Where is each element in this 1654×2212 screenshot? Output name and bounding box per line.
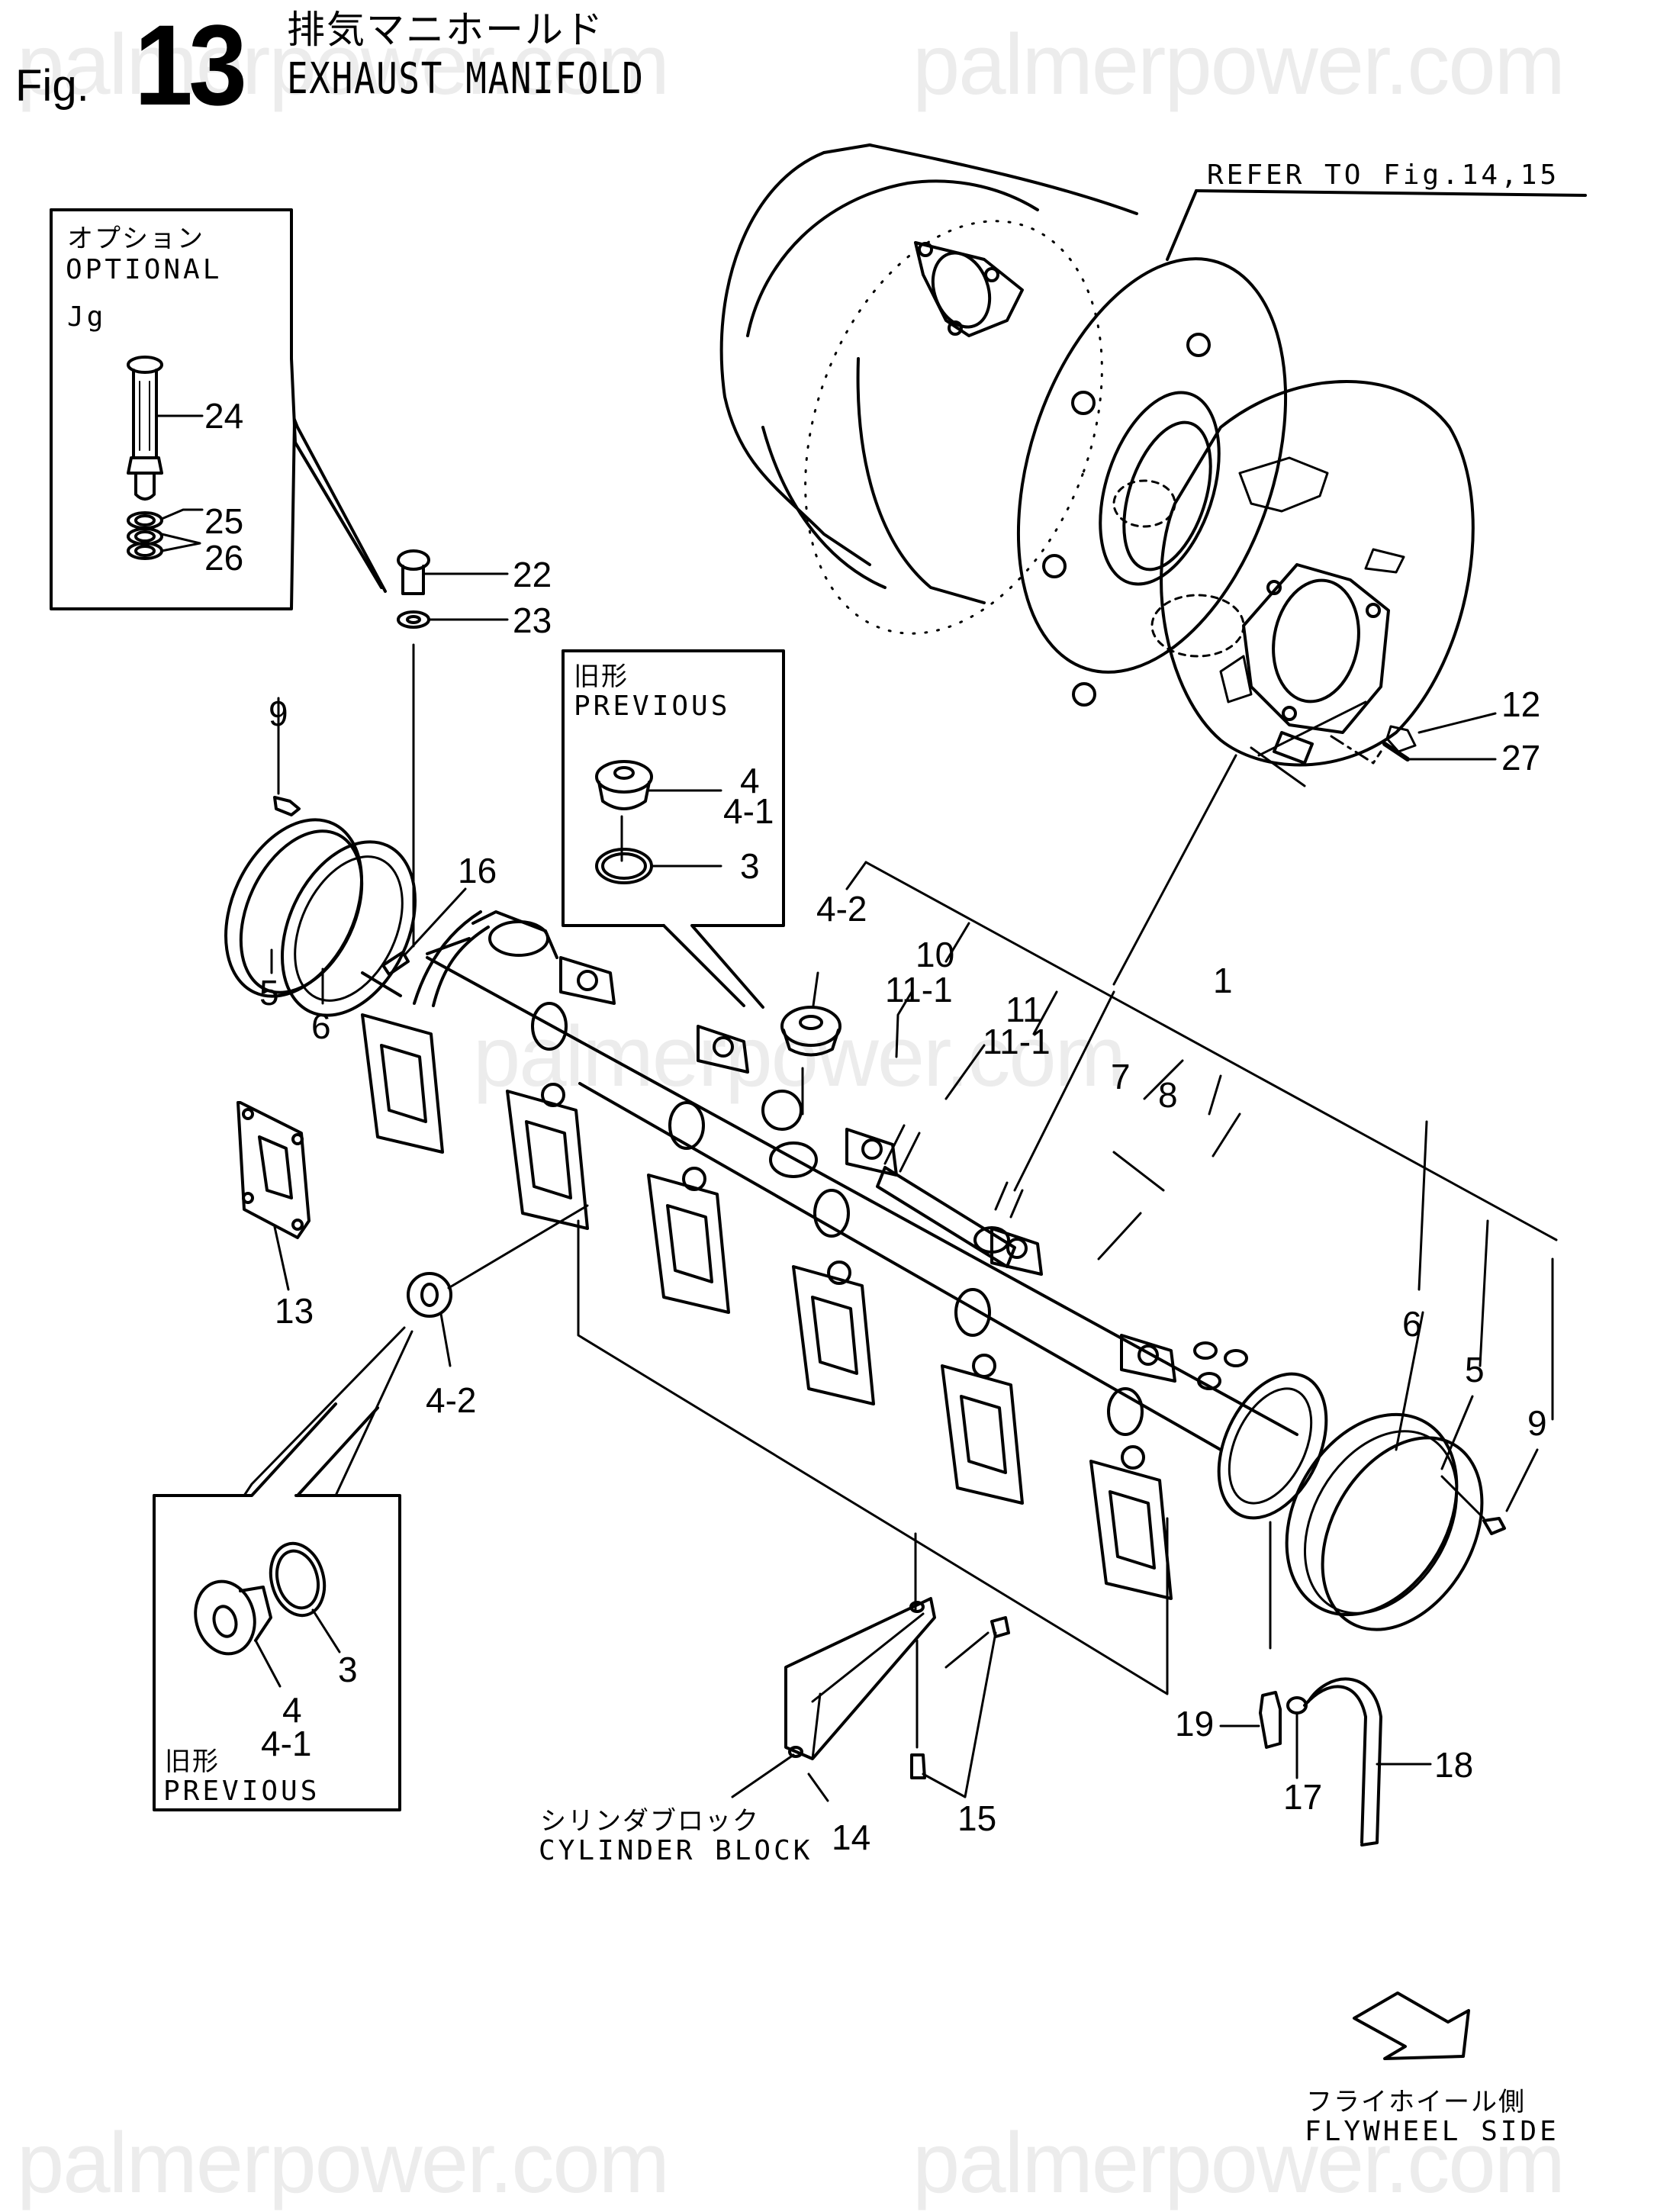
figure-prefix: Fig. [15,61,89,111]
callout-18: 18 [1434,1745,1474,1785]
callout-1: 1 [1213,961,1233,1000]
callout-4-1: 4-1 [723,791,774,831]
optional-label-en: OPTIONAL [66,254,223,285]
callout-6: 6 [1402,1304,1422,1344]
fitting-19-clip-17-pipe-18 [1219,1677,1432,1847]
callout-10: 10 [915,935,955,974]
figure-number: 13 [134,1,247,129]
previous-lower-label-jp: 旧形 [165,1747,220,1777]
right-end-cover [1285,1120,1554,1631]
previous-box-lower-frame [153,1402,401,1811]
previous-upper-label-en: PREVIOUS [574,691,731,722]
watermark: palmerpower.com [17,2115,670,2210]
flywheel-side-label-en: FLYWHEEL SIDE [1305,2116,1559,2147]
watermark: palmerpower.com [17,17,670,112]
watermark: palmerpower.com [912,2115,1566,2210]
optional-label-jp: オプション [67,224,204,254]
callout-9: 9 [1527,1403,1547,1443]
callout-3: 3 [740,846,760,886]
callout-4-2: 4-2 [816,889,867,929]
previous-lower-label-en: PREVIOUS [163,1776,320,1807]
watermark: palmerpower.com [912,17,1566,112]
flywheel-side-label-jp: フライホイール側 [1306,2087,1526,2117]
direction-arrow-icon [1353,1991,1470,2060]
callout-5: 5 [259,973,279,1013]
callout-4-1: 4-1 [261,1724,312,1763]
callout-19: 19 [1175,1704,1215,1744]
callout-26: 26 [204,538,244,578]
callout-11: 11 [1006,990,1042,1029]
gasket-13 [237,1101,311,1291]
callout-3: 3 [338,1650,358,1689]
callout-24: 24 [204,396,244,436]
callout-7: 7 [1111,1057,1131,1096]
callout-4-2: 4-2 [426,1380,477,1420]
callout-6: 6 [311,1006,331,1046]
title-japanese: 排気マニホールド [287,8,604,52]
turbocharger-drawing [719,143,1475,787]
callout-27: 27 [1501,738,1541,778]
callout-13: 13 [275,1291,314,1331]
optional-box [50,208,387,610]
previous-box-upper-frame [562,649,785,1009]
callout-11-1: 11-1 [983,1022,1051,1061]
callout-25: 25 [204,501,244,541]
callout-17: 17 [1283,1777,1323,1817]
callout-16: 16 [458,851,497,890]
bracket-14-bolts-15 [731,1597,1010,1802]
callout-5: 5 [1465,1350,1485,1389]
callout-4: 4 [282,1690,302,1730]
callout-14: 14 [832,1818,871,1857]
callout-9: 9 [269,694,288,733]
callout-11-1: 11-1 [885,970,953,1009]
exhaust-manifold-body [361,910,1328,1600]
optional-code: Jg [67,301,107,333]
callout-23: 23 [513,600,552,640]
previous-upper-label-jp: 旧形 [574,662,629,692]
callout-group-lines [577,861,1558,1695]
callout-8: 8 [1158,1075,1178,1115]
callout-15: 15 [957,1798,997,1838]
title-english: EXHAUST MANIFOLD [287,54,645,104]
refer-note: REFER TO Fig.14,15 [1207,159,1560,191]
callout-22: 22 [513,555,552,594]
callout-4: 4 [740,761,760,800]
plug-4-2-left [243,1204,589,1497]
plug-4-2-top [769,971,841,1178]
cylinder-block-label-en: CYLINDER BLOCK [539,1835,813,1866]
callout-12: 12 [1501,684,1541,724]
left-end-cover [224,697,417,1017]
refer-note-leader [1166,189,1587,261]
cylinder-block-label-jp: シリンダブロック [540,1806,760,1837]
nut-washer-12-27 [1330,712,1497,765]
